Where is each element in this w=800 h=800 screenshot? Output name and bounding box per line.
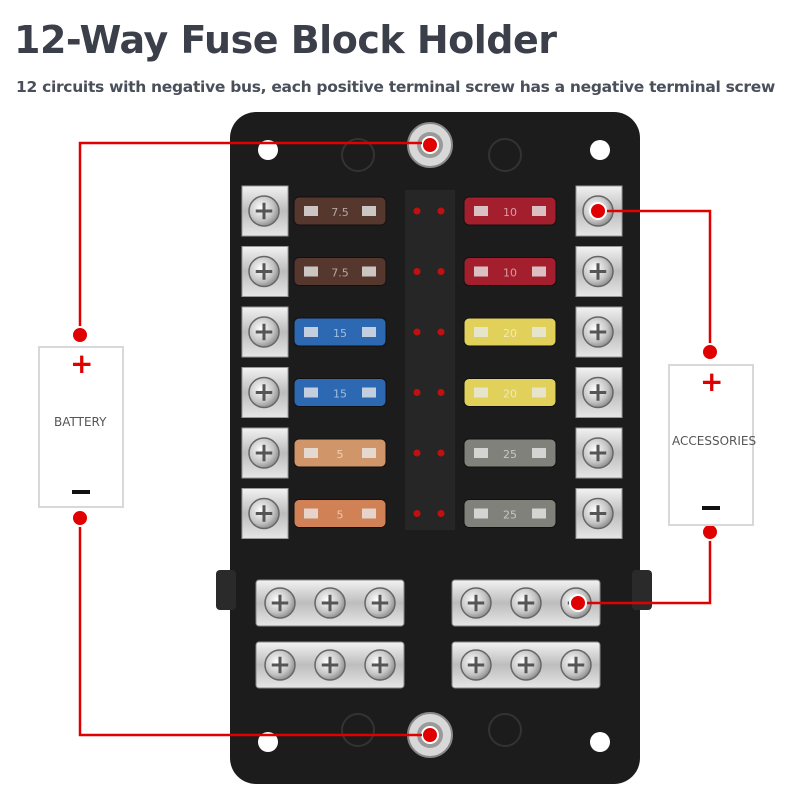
indicator-led [437, 510, 445, 517]
terminal-screw [314, 587, 346, 619]
mount-hole [590, 140, 610, 160]
fuse-right-1: 10 [463, 196, 557, 226]
terminal-screw [248, 376, 280, 409]
indicator-led [437, 207, 445, 215]
fuse-left-3: 15 [293, 317, 387, 347]
fuse-right-6: 25 [463, 499, 557, 528]
fuse-rating-label: 5 [337, 509, 344, 522]
fuse-left-6: 5 [293, 499, 387, 528]
indicator-led [413, 268, 421, 275]
terminal-screw [460, 587, 492, 619]
mount-hole [258, 140, 278, 160]
terminal-screw [460, 649, 492, 681]
fuse-left-5: 5 [293, 438, 387, 468]
fuse-rating-label: 7.5 [331, 267, 349, 280]
page-subtitle: 12 circuits with negative bus, each posi… [16, 78, 775, 96]
fuse-left-2: 7.5 [293, 257, 387, 286]
wiring [78, 141, 712, 737]
fuse-right-3: 20 [463, 317, 557, 347]
wire-node [569, 594, 587, 612]
terminal-screw [582, 437, 614, 469]
indicator-led [437, 328, 445, 336]
fuse-right-2: 10 [463, 257, 557, 286]
terminal-screw [510, 587, 542, 619]
terminal-screw [510, 649, 542, 681]
fuse-rating-label: 7.5 [331, 206, 349, 219]
fuse-rating-label: 25 [503, 509, 517, 522]
terminal-screw [582, 497, 614, 530]
fuse-rating-label: 10 [503, 206, 517, 219]
indicator-led [413, 449, 421, 457]
terminal-screw [582, 255, 614, 288]
terminal-screw [248, 316, 280, 348]
indicator-led [437, 389, 445, 396]
fuse-rating-label: 20 [503, 327, 517, 340]
indicator-led [437, 449, 445, 457]
terminal-screw [560, 649, 592, 681]
wire-node [701, 523, 719, 541]
fuse-rating-label: 5 [337, 448, 344, 461]
fuse-left-1: 7.5 [293, 196, 387, 226]
accessories-box [668, 364, 754, 526]
indicator-led [413, 389, 421, 396]
wire-node [71, 509, 89, 527]
fuse-right-5: 25 [463, 438, 557, 468]
terminal-screw [364, 649, 396, 681]
mount-hole [590, 732, 610, 752]
indicator-led [413, 207, 421, 215]
fuse-rating-label: 20 [503, 388, 517, 401]
accessories-minus-sign [702, 506, 720, 510]
terminal-screw [314, 649, 346, 681]
fuse-rating-label: 25 [503, 448, 517, 461]
accessories-label: ACCESSORIES [672, 434, 757, 448]
wire-node [701, 343, 719, 361]
fuse-left-4: 15 [293, 378, 387, 407]
terminal-screw [582, 316, 614, 348]
battery-label: BATTERY [54, 415, 107, 429]
battery-minus-sign [72, 490, 90, 494]
fuse-rating-label: 10 [503, 267, 517, 280]
indicator-led [437, 268, 445, 275]
indicator-led [413, 510, 421, 517]
indicator-led [413, 328, 421, 336]
terminal-screw [248, 437, 280, 469]
mount-hole [258, 732, 278, 752]
terminal-screw [248, 255, 280, 288]
positive-stud [407, 122, 453, 168]
terminal-screw [264, 649, 296, 681]
fuse-rating-label: 15 [333, 327, 347, 340]
fuse-rating-label: 15 [333, 388, 347, 401]
page-title: 12-Way Fuse Block Holder [14, 18, 557, 62]
terminal-screw [582, 376, 614, 409]
battery-plus-sign: + [70, 347, 94, 380]
terminal-screw [248, 497, 280, 530]
fuse-right-4: 20 [463, 378, 557, 407]
wire-node [589, 202, 607, 220]
terminal-screw [364, 587, 396, 619]
terminal-screw [264, 587, 296, 619]
wire-node [71, 326, 89, 344]
battery-box [38, 346, 124, 508]
accessories-plus-sign: + [700, 365, 724, 398]
terminal-screw [248, 195, 280, 227]
